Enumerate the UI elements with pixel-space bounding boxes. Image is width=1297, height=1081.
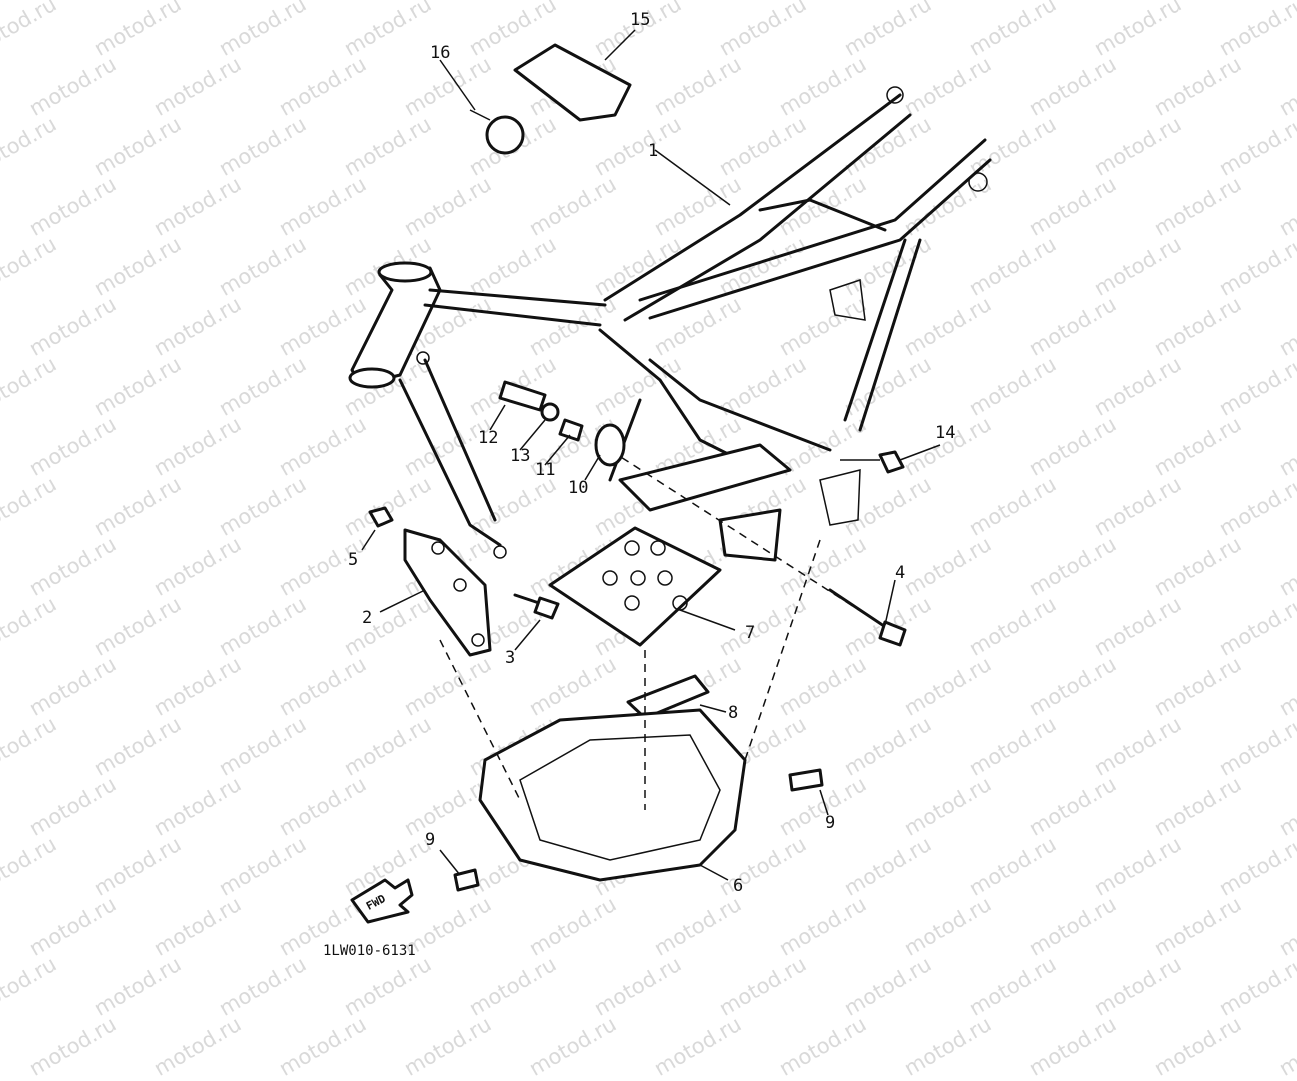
- skid-plate-part: [478, 708, 747, 882]
- watermark-text: motod.ru: [1025, 1011, 1121, 1081]
- callout-3: 3: [505, 648, 516, 668]
- skid-plate-pad-part: [548, 526, 722, 647]
- watermark-text: motod.ru: [775, 1011, 871, 1081]
- watermark-text: motod.ru: [525, 1011, 621, 1081]
- callout-9-right: 9: [825, 813, 836, 833]
- watermark-text: motod.ru: [25, 1011, 121, 1081]
- callout-9-left: 9: [425, 830, 436, 850]
- callout-8: 8: [728, 703, 739, 723]
- engine-bracket-part: [403, 528, 492, 657]
- drawing-code: 1LW010-6131: [323, 943, 416, 959]
- callout-6: 6: [733, 876, 744, 896]
- watermark-text: motod.ru: [650, 1011, 746, 1081]
- damper-pad-part: [626, 674, 710, 720]
- callout-10: 10: [568, 478, 589, 498]
- callout-5: 5: [348, 550, 359, 570]
- callout-15: 15: [630, 10, 651, 30]
- watermark-text: motod.ru: [400, 1011, 496, 1081]
- callout-1: 1: [648, 141, 659, 161]
- callout-14: 14: [935, 423, 956, 443]
- callout-16: 16: [430, 43, 451, 63]
- cover-part: [513, 43, 632, 122]
- callout-11: 11: [535, 460, 556, 480]
- frame-part: [348, 86, 992, 562]
- frame-drawing: [348, 29, 992, 924]
- callout-13: 13: [510, 446, 531, 466]
- watermark-text: motod.ru: [275, 1011, 371, 1081]
- callout-2: 2: [362, 608, 373, 628]
- callout-4: 4: [895, 563, 906, 583]
- callout-12: 12: [478, 428, 499, 448]
- watermark-text: motod.ru: [1150, 1011, 1246, 1081]
- watermark-text: motod.ru: [1275, 1011, 1297, 1081]
- watermark-text: motod.ru: [900, 1011, 996, 1081]
- callout-7: 7: [745, 623, 756, 643]
- watermark-text: motod.ru: [150, 1011, 246, 1081]
- forward-arrow-icon: [350, 878, 414, 924]
